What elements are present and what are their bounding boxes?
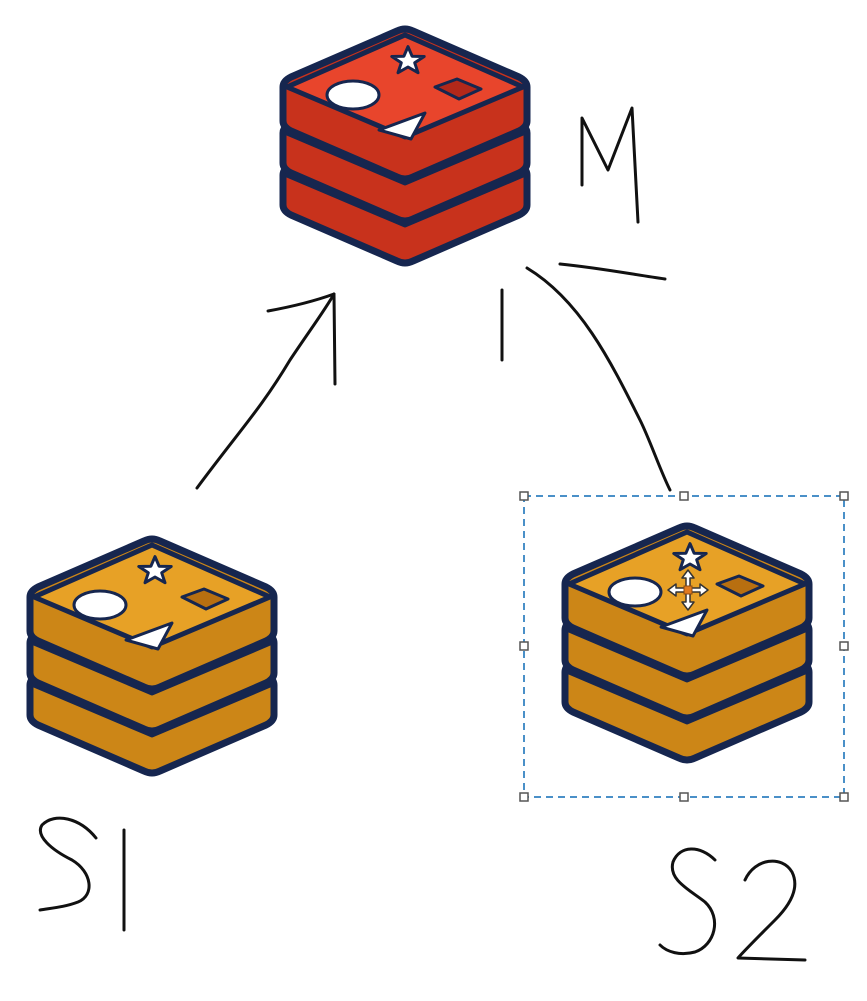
ellipse-icon <box>607 576 663 608</box>
resize-handle-w[interactable] <box>519 641 529 651</box>
label-master: M <box>580 106 640 224</box>
resize-handle-ne[interactable] <box>839 491 849 501</box>
resize-handle-sw[interactable] <box>519 792 529 802</box>
ellipse-icon <box>72 589 128 621</box>
resize-handle-e[interactable] <box>839 641 849 651</box>
resize-handle-s[interactable] <box>679 792 689 802</box>
move-cursor-icon <box>667 569 709 611</box>
stack-layer-top <box>284 32 526 140</box>
label-slave2: S2 <box>658 847 807 962</box>
slave2-stack-icon[interactable] <box>561 522 813 764</box>
master-stack-icon[interactable] <box>279 25 531 267</box>
resize-handle-nw[interactable] <box>519 491 529 501</box>
diamond-icon <box>715 574 765 598</box>
line-master-to-s2 <box>525 266 672 492</box>
star-icon <box>390 45 426 75</box>
diamond-icon <box>180 587 230 611</box>
slave1-stack-icon[interactable] <box>26 535 278 777</box>
triangle-icon <box>124 621 174 651</box>
triangle-icon <box>377 111 427 141</box>
ellipse-icon <box>325 79 381 111</box>
star-icon <box>672 542 708 572</box>
star-icon <box>137 555 173 585</box>
stack-layer-top <box>31 542 273 650</box>
resize-handle-n[interactable] <box>679 491 689 501</box>
resize-handle-se[interactable] <box>839 792 849 802</box>
triangle-icon <box>659 608 709 638</box>
diamond-icon <box>433 77 483 101</box>
arrow-s1-to-master <box>195 292 337 490</box>
handwritten-strokes <box>500 262 667 362</box>
label-slave1: S1 <box>38 816 126 932</box>
selection-box[interactable] <box>519 491 849 802</box>
